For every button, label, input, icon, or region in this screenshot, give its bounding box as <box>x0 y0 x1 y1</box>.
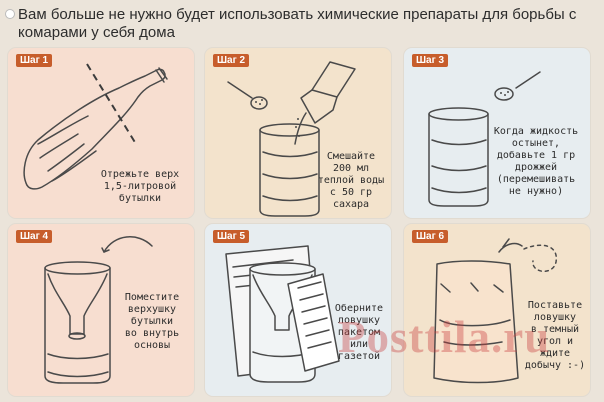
page-title: Вам больше не нужно будет использовать х… <box>18 6 577 41</box>
mixing-illustration <box>227 61 356 217</box>
step-label-5: Шаг 5 <box>213 230 250 243</box>
insert-top-illustration <box>44 236 153 384</box>
step-text-5: Оберните ловушку пакетом или газетой <box>334 303 384 362</box>
step-panel-5: Шаг 5 Оберните ловушку пакетом или газет… <box>205 224 391 396</box>
step-label-2: Шаг 2 <box>213 54 250 67</box>
step-text-6: Поставьте ловушку в темный угол и ждите … <box>524 300 586 371</box>
dark-corner-illustration <box>433 238 557 384</box>
step-panel-6: Шаг 6 Поставьте ловушку в темный угол и … <box>404 224 590 396</box>
step-text-2: Смешайте 200 мл теплой воды с 50 гр саха… <box>317 151 385 210</box>
step-text-4: Поместите верхушку бутылки во внутрь осн… <box>124 292 180 351</box>
info-icon <box>6 10 14 18</box>
header: Вам больше не нужно будет использовать х… <box>0 0 604 46</box>
step-label-4: Шаг 4 <box>16 230 53 243</box>
wrap-trap-illustration <box>225 245 340 383</box>
watermark-logo: Posttila.ru <box>338 312 551 362</box>
step-text-1: Отрежьте верх 1,5-литровой бутылки <box>100 169 180 204</box>
step-text-3: Когда жидкость остынет, добавьте 1 гр др… <box>493 126 579 197</box>
step-panel-3: Шаг 3 Когда жидкость остынет, добавьте 1… <box>404 48 590 218</box>
bottle-illustration <box>23 63 168 190</box>
yeast-illustration <box>428 71 541 207</box>
step-label-3: Шаг 3 <box>412 54 449 67</box>
step-label-1: Шаг 1 <box>16 54 53 67</box>
step-panel-1: Шаг 1 Отрежьте верх 1,5-литровой бутылки <box>8 48 194 218</box>
step-panel-4: Шаг 4 Поместите верхушку бутылки во внут… <box>8 224 194 396</box>
step-panel-2: Шаг 2 Смешайте 200 мл теплой воды с 50 г… <box>205 48 391 218</box>
step-label-6: Шаг 6 <box>412 230 449 243</box>
